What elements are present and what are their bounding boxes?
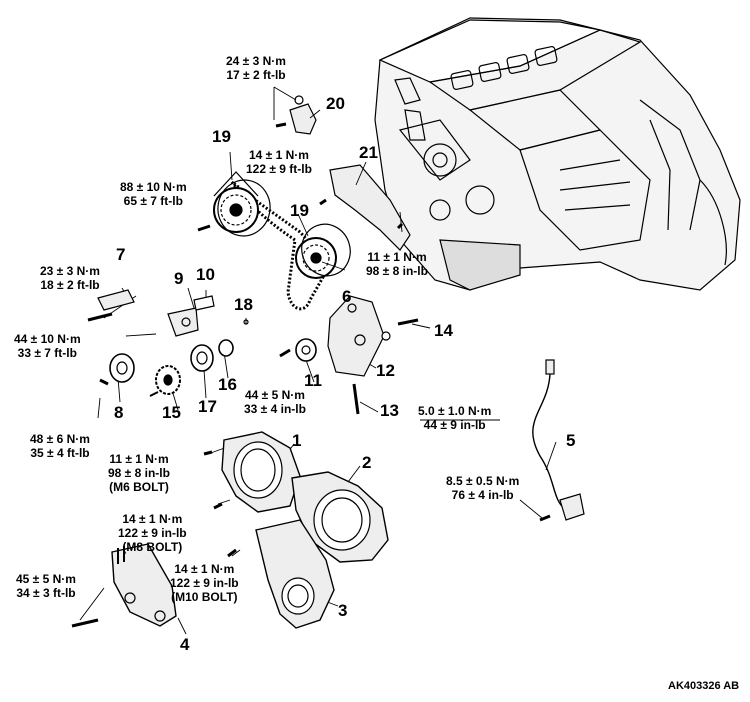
callout-21: 21: [359, 143, 378, 162]
callout-3: 3: [338, 601, 348, 620]
timing-belt-illustration: [213, 171, 351, 311]
middle-front-cover-illustration: [291, 471, 389, 563]
callout-11: 11: [304, 371, 322, 390]
figure-code: AK403326 AB: [668, 680, 740, 692]
callout-19-upper: 19: [212, 127, 231, 146]
callout-1: 1: [292, 431, 302, 450]
callout-16: 16: [218, 375, 237, 394]
callout-19-lower: 19: [290, 201, 309, 220]
callout-8: 8: [114, 403, 124, 422]
callout-2: 2: [362, 453, 372, 472]
callout-13: 13: [380, 401, 399, 420]
callout-15: 15: [162, 403, 181, 422]
callout-12: 12: [376, 361, 395, 380]
rear-timing-cover-illustration: [329, 164, 411, 251]
callout-10: 10: [196, 265, 215, 284]
callout-14: 14: [434, 321, 453, 340]
tensioner-parts-illustration: [87, 269, 343, 397]
callout-20: 20: [326, 94, 345, 113]
engine-block-illustration: [374, 17, 741, 291]
callout-17: 17: [198, 397, 217, 416]
upper-front-cover-illustration: [221, 431, 301, 513]
bolts-illustration: [197, 198, 404, 558]
engine-mount-bracket-illustration: [71, 543, 177, 628]
callout-6: 6: [342, 287, 352, 306]
sensor-harness-illustration: [532, 359, 585, 522]
bracket-20-illustration: [275, 95, 317, 135]
callout-18: 18: [234, 295, 253, 314]
tensioner-bracket-illustration: [327, 295, 419, 415]
callout-5: 5: [566, 431, 576, 450]
lower-front-cover-illustration: [255, 519, 335, 629]
callout-4: 4: [180, 635, 190, 654]
callout-9: 9: [174, 269, 184, 288]
callout-7: 7: [116, 245, 126, 264]
